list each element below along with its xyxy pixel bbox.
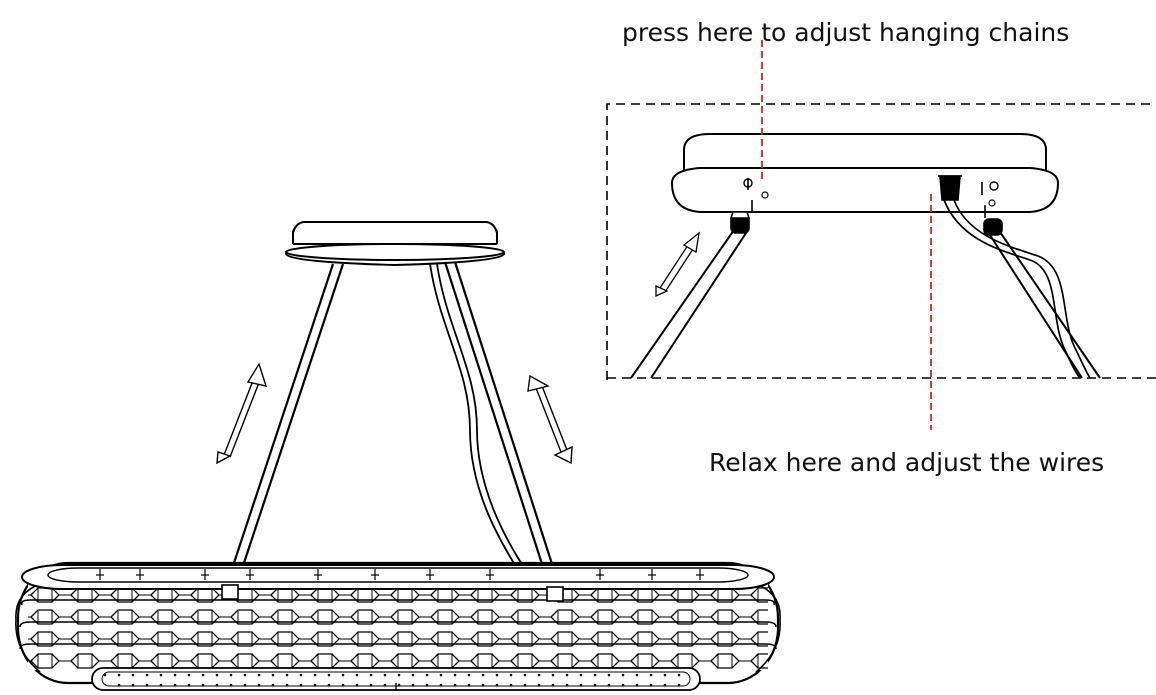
relax-wires-annotation: Relax here and adjust the wires xyxy=(709,448,1105,477)
press-chains-annotation: press here to adjust hanging chains xyxy=(622,18,1070,47)
detail-inset xyxy=(606,40,1156,430)
left-adjust-arrow xyxy=(216,362,268,465)
inset-left-cables xyxy=(630,229,749,379)
power-wires xyxy=(429,263,553,593)
inset-power-wires xyxy=(943,199,1091,379)
inset-adjust-arrow xyxy=(655,231,700,298)
detail-frame xyxy=(606,103,1156,380)
right-adjust-arrow xyxy=(527,374,573,465)
cable-grippers xyxy=(729,178,1003,236)
canopy-detail xyxy=(670,133,1060,213)
ring-body xyxy=(15,561,781,685)
inset-right-cables xyxy=(987,231,1101,379)
left-suspension-cables xyxy=(223,263,345,591)
ceiling-canopy xyxy=(285,221,505,267)
right-suspension-cables xyxy=(443,261,563,593)
led-bottom-tray xyxy=(91,667,701,691)
wire-strain-relief xyxy=(938,175,962,201)
main-fixture xyxy=(15,221,781,691)
